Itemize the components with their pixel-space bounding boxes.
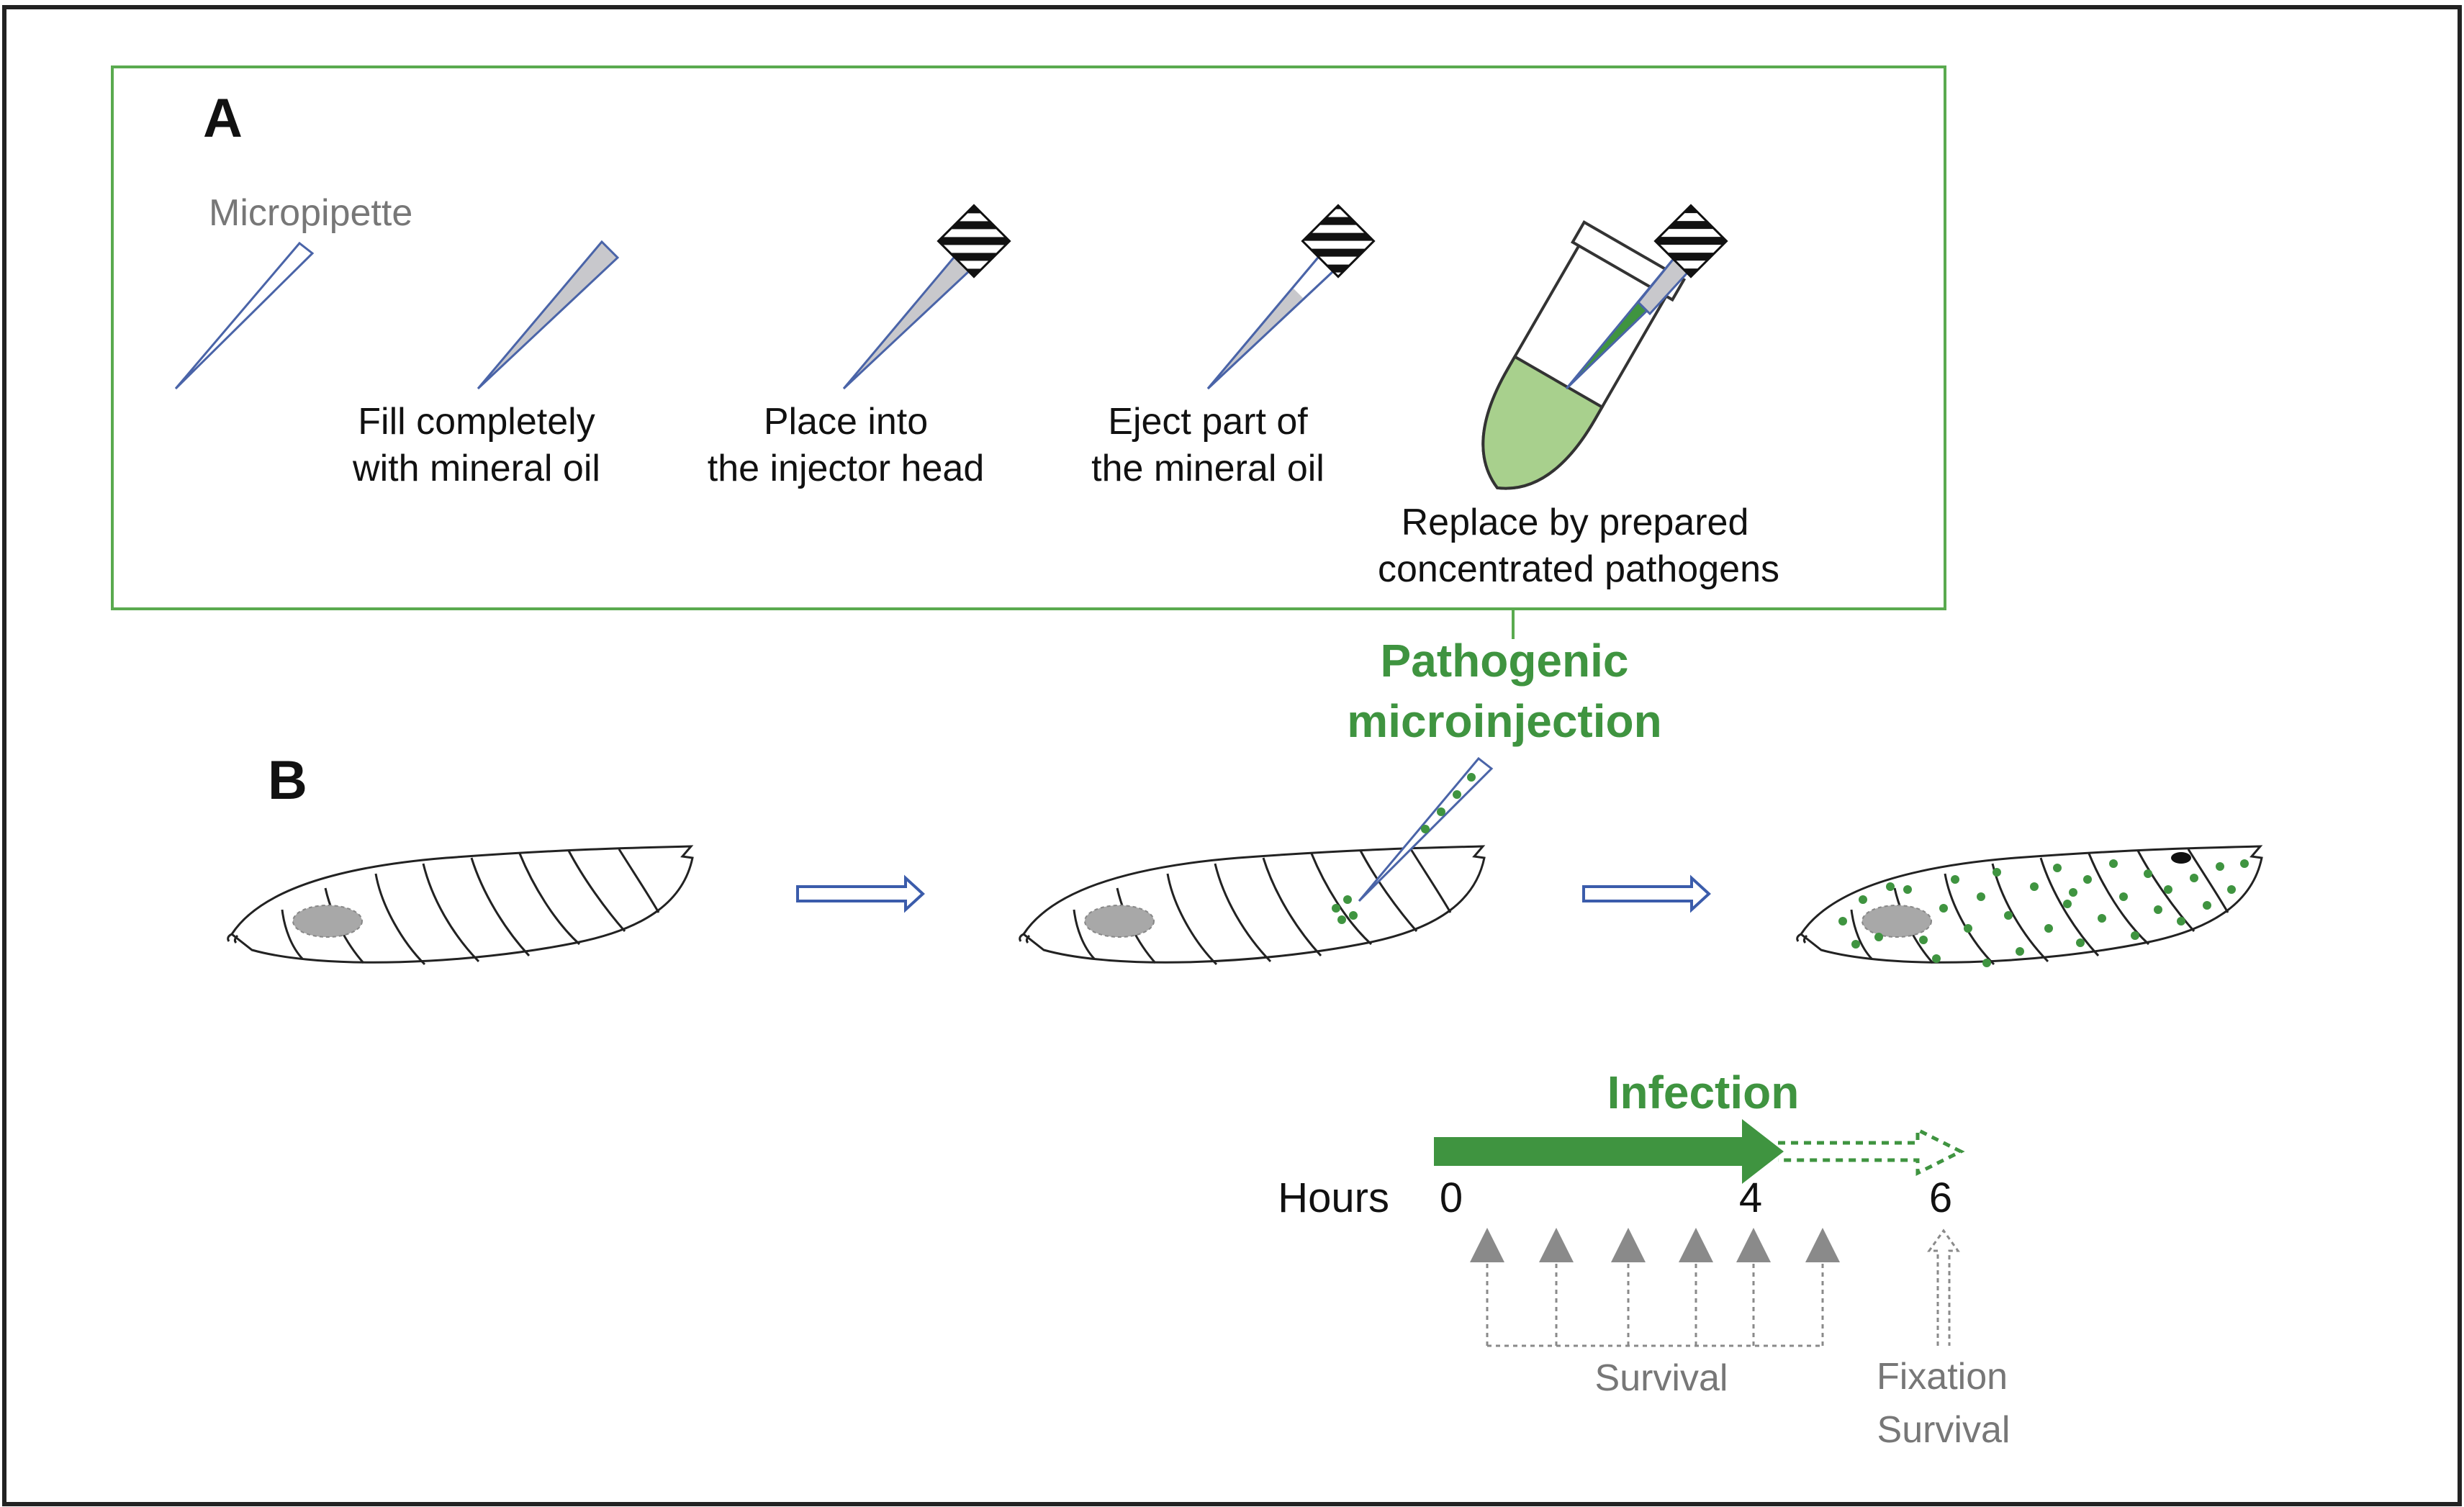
fixation-arrow: [1927, 1228, 1960, 1346]
step-fill-line1: Fill completely: [358, 401, 595, 443]
transition-arrow-1: [796, 874, 925, 913]
tick-6: 6: [1929, 1175, 1952, 1221]
panel-b-label: B: [268, 750, 307, 811]
tick-4: 4: [1739, 1175, 1762, 1221]
injection-needle: [1358, 756, 1494, 902]
step-fill-line2: with mineral oil: [352, 448, 600, 489]
survival-label: Survival: [1595, 1357, 1728, 1399]
panel-a-label: A: [203, 88, 243, 149]
step-place-line1: Place into: [764, 401, 928, 443]
micropipette-label: Micropipette: [209, 192, 412, 234]
micropipette-in-injector-head: [842, 204, 1011, 390]
micropipette-empty: [174, 241, 315, 390]
microinjection-title-line2: microinjection: [1347, 695, 1661, 747]
larva-organ-2: [1084, 905, 1155, 938]
fixation-label-line2: Survival: [1877, 1409, 2011, 1451]
larva-infected: [1796, 845, 2263, 967]
step-place-line2: the injector head: [708, 448, 985, 489]
larva-during-injection: [1019, 845, 1486, 966]
tick-0: 0: [1440, 1175, 1463, 1221]
micropipette-in-tube: [1565, 204, 1728, 390]
injector-head-icon: [937, 204, 1011, 279]
micropipette-filled: [477, 240, 620, 390]
step-replace-line2: concentrated pathogens: [1378, 548, 1779, 590]
microinjection-title-line1: Pathogenic: [1381, 635, 1629, 687]
survival-sampling-arrows: [1470, 1228, 1840, 1347]
injector-head-icon-3: [1653, 204, 1728, 279]
larva-organ-3: [1861, 905, 1932, 938]
step-eject-line1: Eject part of: [1108, 401, 1308, 443]
step-replace-line1: Replace by prepared: [1402, 502, 1749, 543]
injector-head-icon-2: [1301, 204, 1376, 279]
transition-arrow-2: [1582, 874, 1711, 913]
step-eject-line2: the mineral oil: [1091, 448, 1324, 489]
outer-frame: [2, 5, 2462, 1506]
infection-arrow-dashed: [1778, 1126, 1965, 1177]
infection-arrow: [1434, 1119, 1784, 1184]
hours-label: Hours: [1278, 1175, 1389, 1221]
larva-before-injection: [227, 845, 694, 966]
pathogen-tube: [1481, 220, 1687, 490]
larva-organ: [292, 905, 363, 938]
micropipette-partially-ejected: [1206, 204, 1376, 390]
melanization-spot: [2171, 852, 2191, 864]
infection-label: Infection: [1607, 1067, 1800, 1118]
pathogen-dots: [1838, 859, 2249, 967]
panel-a-box: [111, 65, 1946, 610]
fixation-label-line1: Fixation: [1877, 1356, 2008, 1398]
